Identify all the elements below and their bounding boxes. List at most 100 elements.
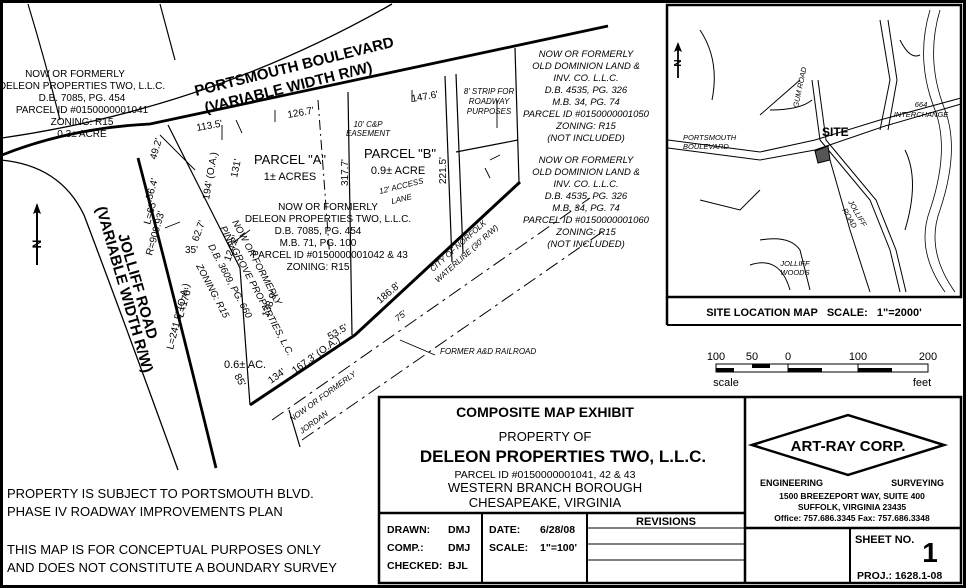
property-of-label: PROPERTY OF (499, 429, 592, 444)
railroad-end-1 (288, 409, 301, 448)
dim-tick-lines (164, 90, 413, 229)
easement-line-a: 10' C&P (353, 120, 383, 129)
dim-49: 49.2' (148, 137, 164, 161)
scale-label: SCALE: (489, 542, 528, 554)
loc-woods-2: WOODS (780, 268, 809, 277)
dim-221: 221.5' (438, 157, 449, 184)
odl1050-line-5: M.B. 34, PG. 74 (552, 97, 620, 108)
dim-317: 317.7' (340, 159, 351, 186)
nw-line-3: D.B. 7085, PG. 454 (39, 93, 126, 104)
width-75-label: 75' (393, 308, 409, 323)
firm-logo: ART-RAY CORP. (747, 413, 949, 477)
date-value: 6/28/08 (540, 524, 575, 536)
odl-1060-label: NOW OR FORMERLY OLD DOMINION LAND & INV.… (523, 155, 650, 250)
pine-grove-area: 0.6± AC. (224, 359, 266, 371)
location-map-caption: SITE LOCATION MAP SCALE: 1"=2000' (706, 307, 922, 319)
revisions-header: REVISIONS (636, 516, 696, 528)
odl1060-line-4: D.B. 4535, PG. 326 (545, 191, 628, 202)
nw-line-4: PARCEL ID #0150000001041 (16, 105, 149, 116)
dim-194: 194' (O.A.) (201, 151, 220, 200)
dim-131: 131' (229, 158, 244, 179)
parcel-a-east (347, 91, 353, 336)
title-block (377, 395, 963, 585)
drawn-label: DRAWN: (387, 524, 430, 536)
comp-value: DMJ (448, 542, 470, 554)
parcel-a-title: PARCEL "A" (254, 152, 326, 167)
loc-gum-road: GUM ROAD (791, 66, 809, 109)
location-map-roads (667, 9, 962, 293)
loc-woods-1: JOLLIFF (779, 259, 810, 268)
scale-left-label: scale (713, 377, 739, 389)
strip-line-1 (444, 75, 453, 263)
parcel-ids: PARCEL ID #0150000001041, 42 & 43 (455, 469, 636, 481)
strip-line-a: 8' STRIP FOR (464, 87, 515, 96)
loc-portsmouth-2: BOULEVARD (683, 142, 729, 151)
main-owner-label: NOW OR FORMERLY DELEON PROPERTIES TWO, L… (245, 202, 411, 273)
owner-line-4: M.B. 71, PG. 100 (280, 238, 357, 249)
dim-241: L=241.5' (O.A.) (165, 282, 192, 350)
dim-56: 56.4' (144, 177, 160, 201)
waterline-annotation: CITY OF NORFOLK WATERLINE (30' R/W) (428, 218, 500, 284)
strip-annotation: 8' STRIP FOR ROADWAY PURPOSES (464, 87, 515, 116)
scale-tick-100a: 100 (707, 351, 725, 363)
date-label: DATE: (489, 524, 520, 536)
site-label: SITE (822, 125, 849, 139)
easement-line-b: EASEMENT (346, 129, 391, 138)
railroad-north-edge (271, 197, 591, 421)
odl1050-line-7: ZONING: R15 (555, 121, 616, 132)
firm-name: ART-RAY CORP. (791, 438, 906, 455)
project-number: PROJ.: 1628.1-08 (857, 570, 942, 582)
drawn-value: DMJ (448, 524, 470, 536)
nw-line-1: NOW OR FORMERLY (25, 69, 125, 80)
city-state: CHESAPEAKE, VIRGINIA (469, 495, 622, 510)
dim-126: 126.7' (287, 105, 316, 121)
odl-divider (455, 139, 519, 153)
odl1050-line-2: OLD DOMINION LAND & (532, 61, 640, 72)
parcel-b-area: 0.9± ACRE (371, 165, 425, 177)
checked-value: BJL (448, 560, 468, 572)
exhibit-title: COMPOSITE MAP EXHIBIT (456, 404, 634, 420)
scale-tick-50: 50 (746, 351, 758, 363)
borough: WESTERN BRANCH BOROUGH (448, 480, 642, 495)
firm-phone: Office: 757.686.3345 Fax: 757.686.3348 (774, 513, 930, 523)
surveying-label: SURVEYING (891, 478, 944, 488)
dim-35: 35' (185, 245, 198, 256)
odl1060-line-8: (NOT INCLUDED) (547, 239, 625, 250)
sheet-number: 1 (922, 537, 938, 568)
scale-tick-100b: 100 (849, 351, 867, 363)
revision-rows (587, 527, 745, 561)
engineering-label: ENGINEERING (760, 478, 823, 488)
railroad-south-edge (301, 229, 606, 441)
access-line-a: 12' ACCESS (378, 176, 425, 196)
odl1050-line-1: NOW OR FORMERLY (539, 49, 634, 60)
note-line-2: PHASE IV ROADWAY IMPROVEMENTS PLAN (7, 504, 283, 519)
scale-tick-200: 200 (919, 351, 937, 363)
notes: PROPERTY IS SUBJECT TO PORTSMOUTH BLVD. … (7, 486, 337, 575)
nw-parcel-line (27, 3, 61, 121)
checked-label: CHECKED: (387, 560, 442, 572)
odl-boundary (514, 47, 520, 183)
south-boundary (249, 180, 522, 407)
easement-annotation: 10' C&P EASEMENT (346, 120, 391, 138)
note-line-3: THIS MAP IS FOR CONCEPTUAL PURPOSES ONLY (7, 542, 321, 557)
sheet-no-label: SHEET NO. (855, 534, 914, 546)
owner-line-3: D.B. 7085, PG. 454 (275, 226, 362, 237)
north-arrow-icon: N (30, 203, 44, 265)
railroad-label: FORMER A&D RAILROAD (440, 347, 536, 356)
odl1060-line-2: OLD DOMINION LAND & (532, 167, 640, 178)
odl1060-line-1: NOW OR FORMERLY (539, 155, 634, 166)
odl1060-line-5: M.B. 34, PG. 74 (552, 203, 620, 214)
nw-line-5: ZONING: R15 (51, 117, 114, 128)
location-map-labels: SITE PORTSMOUTH BOULEVARD GUM ROAD 664 I… (683, 66, 949, 319)
nw-line-2: DELEON PROPERTIES TWO, L.L.C. (0, 81, 165, 92)
odl-1050-label: NOW OR FORMERLY OLD DOMINION LAND & INV.… (523, 49, 650, 144)
dim-167: 167.3' (O.A.) (290, 334, 342, 376)
location-map-frame (665, 3, 963, 299)
strip-line-2 (455, 73, 464, 255)
portsmouth-upper-edge (1, 3, 393, 139)
owner-line-2: DELEON PROPERTIES TWO, L.L.C. (245, 214, 411, 225)
loc-664: 664 (915, 100, 928, 109)
location-north-arrow-icon: N (673, 42, 684, 78)
parcel-a-area: 1± ACRES (264, 171, 317, 183)
